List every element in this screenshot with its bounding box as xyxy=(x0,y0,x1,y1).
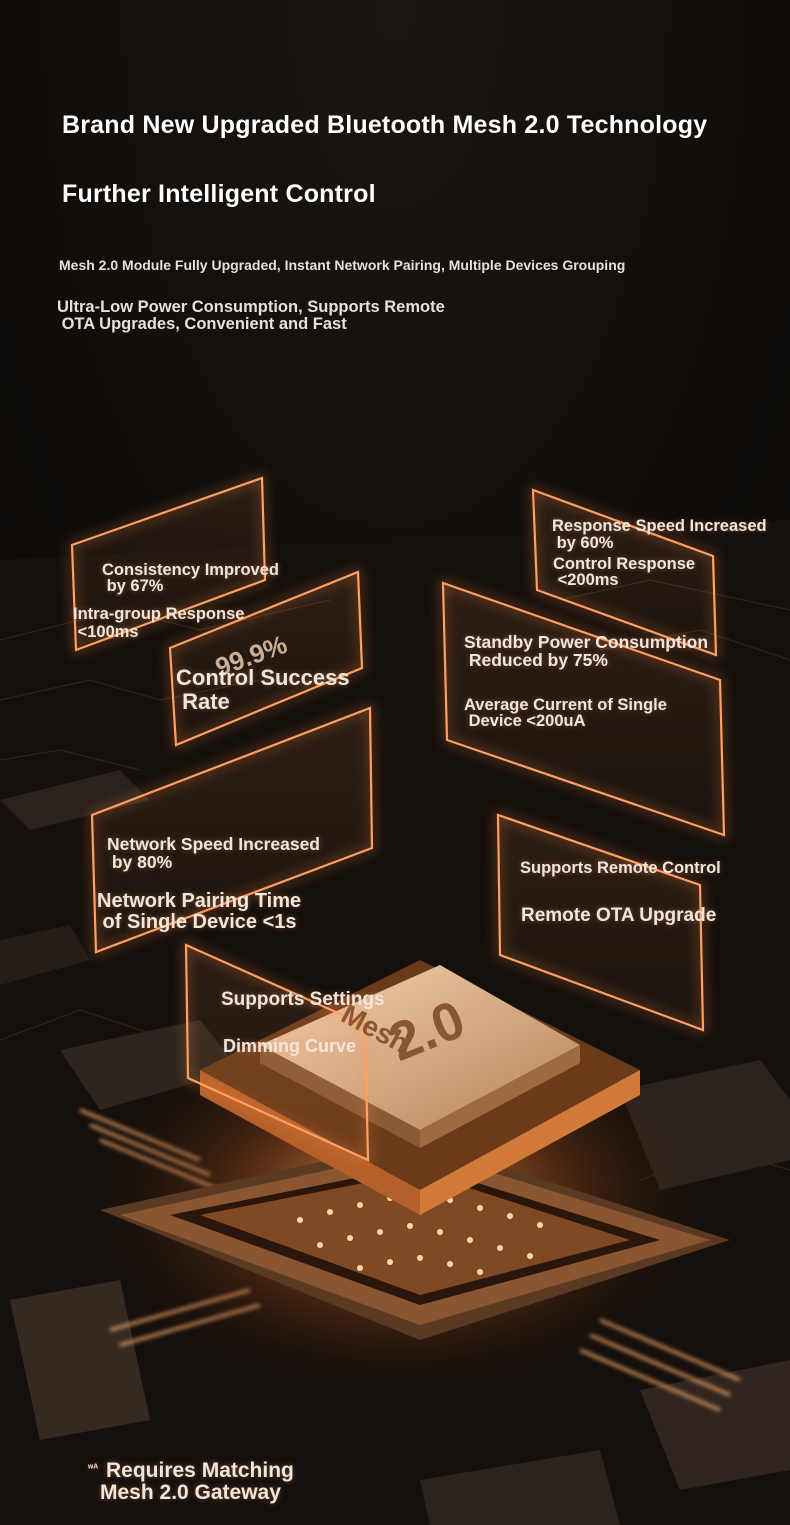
average-current-line-1: Average Current of Single xyxy=(464,696,667,714)
network-speed-line-1: Network Speed Increased xyxy=(107,834,320,854)
average-current-line-2: Device <200uA xyxy=(464,712,586,730)
standby-power-line-1: Standby Power Consumption xyxy=(464,632,709,652)
control-response-line-2: <200ms xyxy=(553,571,619,589)
consistency-line-2: by 67% xyxy=(102,577,164,595)
response-speed-line-2: by 60% xyxy=(552,534,614,552)
page-title: Brand New Upgraded Bluetooth Mesh 2.0 Te… xyxy=(62,111,708,139)
power-line-2: OTA Upgrades, Convenient and Fast xyxy=(57,315,347,333)
gateway-note-line-2: Mesh 2.0 Gateway xyxy=(100,1481,281,1504)
settings-label: Supports Settings xyxy=(221,989,385,1010)
network-speed-line-2: by 80% xyxy=(107,852,173,872)
response-speed-line-1: Response Speed Increased xyxy=(552,517,767,535)
pairing-time-line-1: Network Pairing Time xyxy=(97,890,302,912)
intra-group-line-2: <100ms xyxy=(73,623,139,641)
remote-ota-label: Remote OTA Upgrade xyxy=(521,905,717,926)
page-subtitle: Further Intelligent Control xyxy=(62,180,376,208)
control-success-line-2: Rate xyxy=(176,689,230,714)
power-line-1: Ultra-Low Power Consumption, Supports Re… xyxy=(57,298,445,316)
standby-power-line-2: Reduced by 75% xyxy=(464,650,608,670)
pairing-time-line-2: of Single Device <1s xyxy=(97,911,297,933)
intra-group-line-1: Intra-group Response xyxy=(73,605,245,623)
control-response-line-1: Control Response xyxy=(553,555,696,573)
control-success-line-1: Control Success xyxy=(176,665,350,690)
gateway-note-line-1: Requires Matching xyxy=(106,1459,294,1482)
consistency-line-1: Consistency Improved xyxy=(102,561,279,579)
remote-control-label: Supports Remote Control xyxy=(520,859,721,877)
feature-line: Mesh 2.0 Module Fully Upgraded, Instant … xyxy=(59,257,626,273)
dimming-label: Dimming Curve xyxy=(223,1036,357,1056)
footnote-symbol: ʷᴬ xyxy=(88,1463,99,1474)
